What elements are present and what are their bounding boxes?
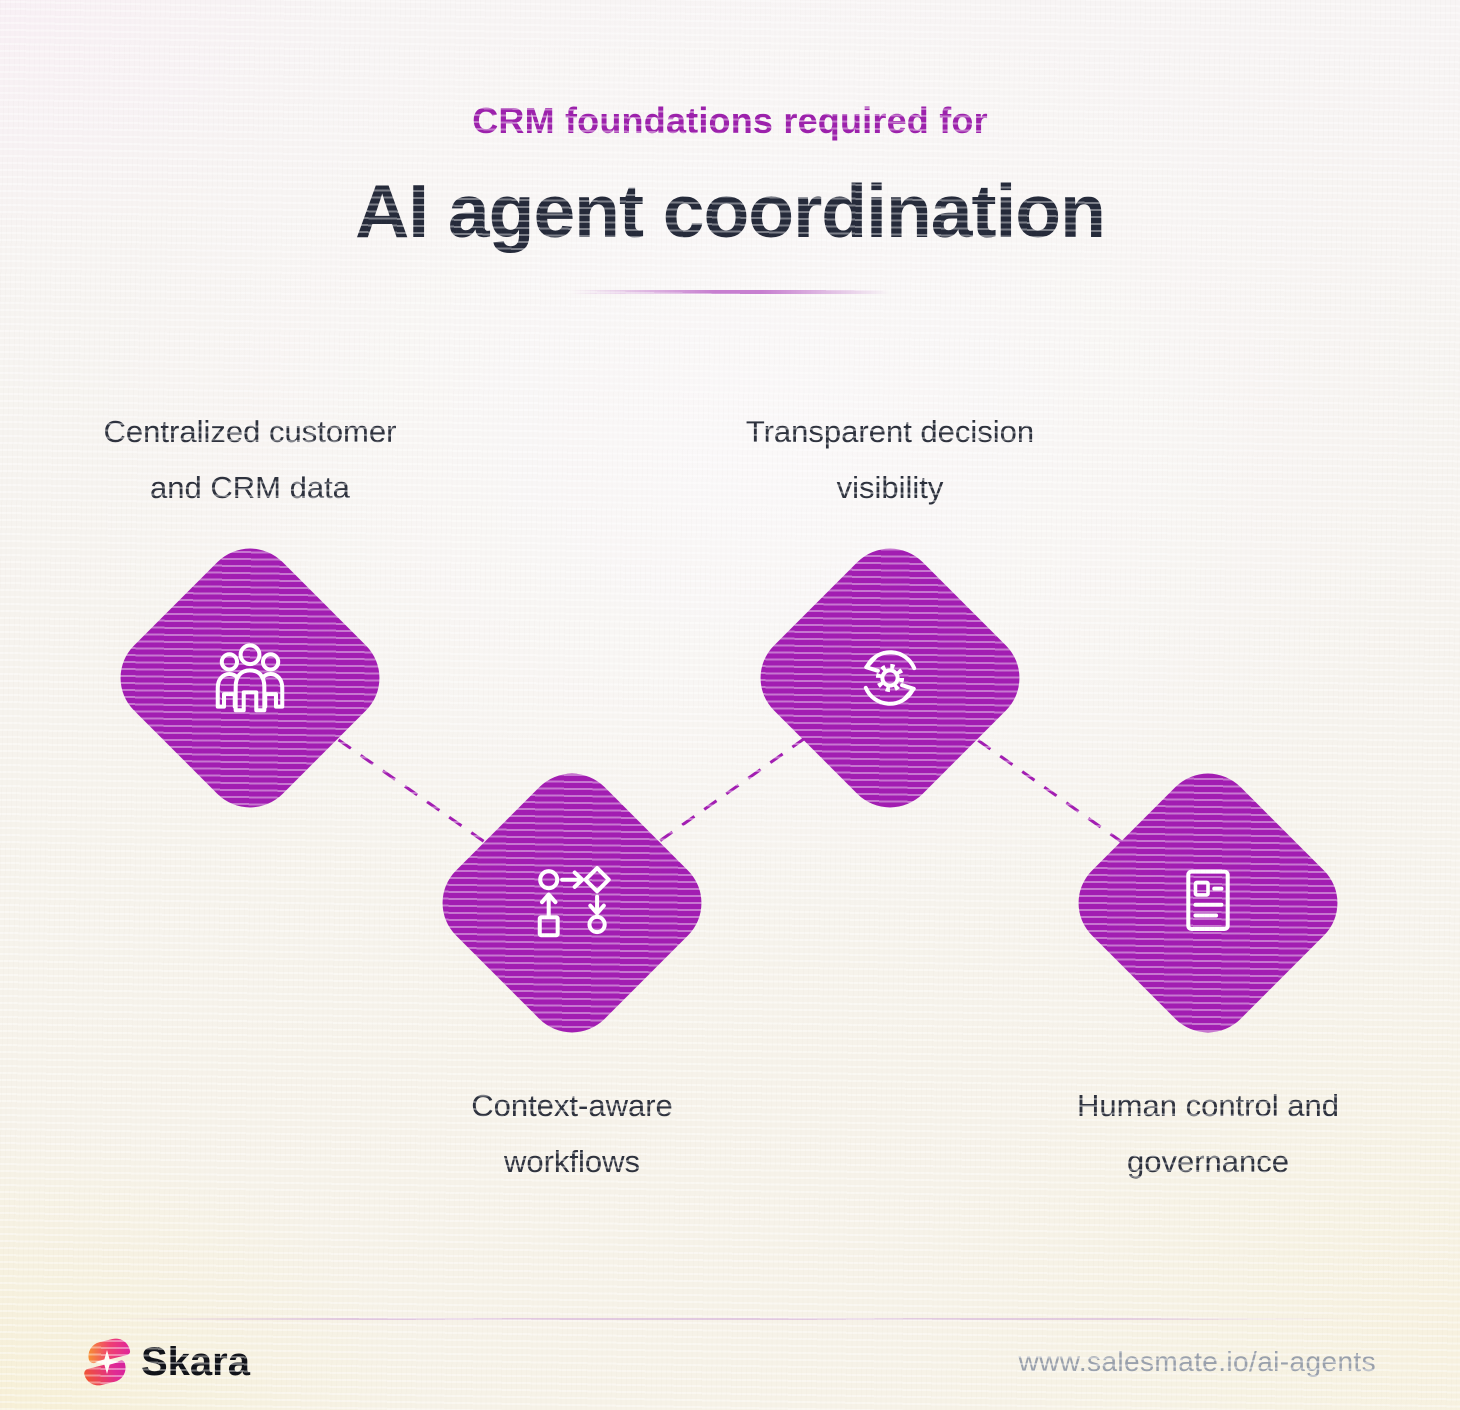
footer-url: www.salesmate.io/ai-agents <box>1018 1346 1376 1377</box>
brand-name: Skara <box>141 1339 250 1384</box>
label-line: Human control and <box>1077 1088 1339 1123</box>
footer: Skara www.salesmate.io/ai-agents <box>83 1330 1376 1394</box>
footer-divider <box>104 1318 1356 1320</box>
document-icon <box>1165 860 1251 946</box>
brand-logo: Skara <box>83 1335 250 1389</box>
people-group-icon <box>207 635 293 721</box>
label-line: Centralized customer <box>103 414 397 449</box>
label-centralized-data: Centralized customer and CRM data <box>20 404 480 516</box>
label-line: workflows <box>503 1144 641 1179</box>
diamond-context-workflows <box>423 754 721 1052</box>
workflow-icon <box>529 860 615 946</box>
label-line: and CRM data <box>150 470 350 505</box>
sync-gear-icon <box>847 635 933 721</box>
label-line: governance <box>1126 1144 1289 1179</box>
header: CRM foundations required for AI agent co… <box>0 0 1460 294</box>
title-underline-divider <box>570 290 890 294</box>
label-context-workflows: Context-aware workflows <box>342 1078 802 1190</box>
diamond-decision-visibility <box>741 529 1039 827</box>
label-line: visibility <box>836 470 944 505</box>
label-line: Transparent decision <box>745 414 1035 449</box>
page-title: AI agent coordination <box>355 169 1106 253</box>
skara-logo-icon <box>82 1335 133 1389</box>
diamond-centralized-data <box>101 529 399 827</box>
diamond-human-governance <box>1059 754 1357 1052</box>
header-subtitle: CRM foundations required for <box>472 100 988 141</box>
label-human-governance: Human control and governance <box>978 1078 1438 1190</box>
label-decision-visibility: Transparent decision visibility <box>660 404 1120 516</box>
label-line: Context-aware <box>471 1088 673 1123</box>
